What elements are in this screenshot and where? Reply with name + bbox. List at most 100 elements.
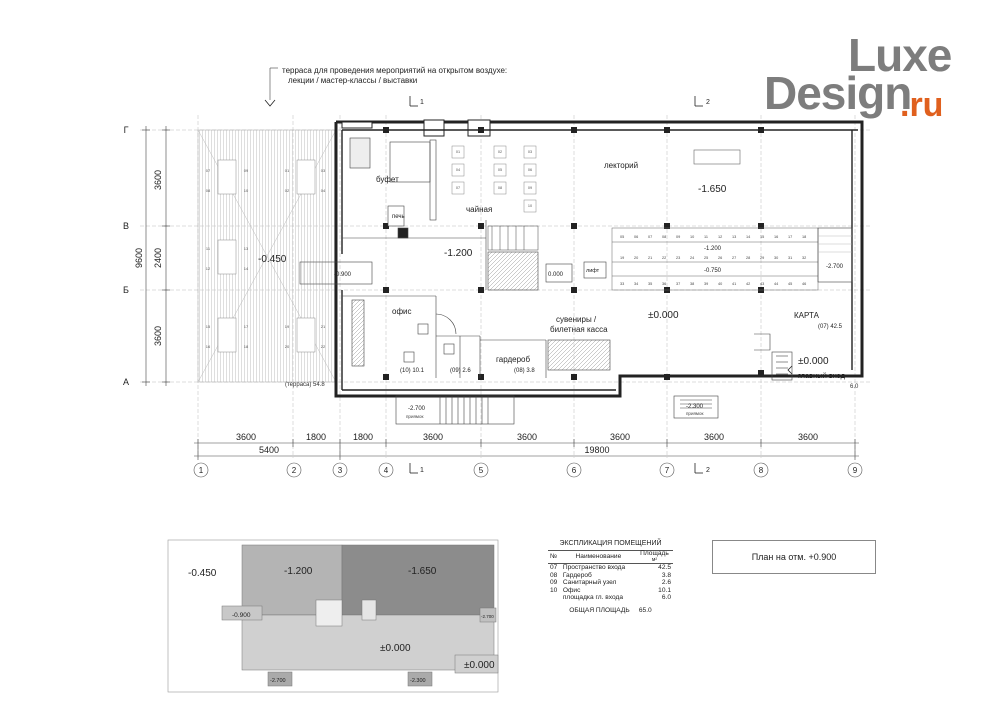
svg-text:18: 18 [802,235,806,239]
logo: Luxe Design .ru [760,28,970,124]
svg-text:31: 31 [788,256,792,260]
svg-text:39: 39 [704,282,708,286]
svg-text:19: 19 [285,324,290,329]
svg-text:14: 14 [244,266,249,271]
expl-head-num: № [548,550,561,564]
bottom-dims: 3600 1800 1800 3600 3600 3600 3600 3600 … [236,432,818,455]
chaynaya-tables [451,145,537,213]
terrace-tables [217,159,316,353]
svg-text:04: 04 [456,168,460,172]
room-bufet: буфет [376,175,399,184]
room-garderob: гардероб [496,355,530,364]
svg-text:08: 08 [206,188,211,193]
mini-level-terrace: -0.450 [188,568,217,579]
level-seating-top: -1.200 [704,246,722,252]
level-stair-right: -2.700 [826,264,844,270]
svg-text:05: 05 [620,235,624,239]
svg-text:7: 7 [665,466,670,475]
label-entr-area: 6.0 [850,384,859,390]
svg-text:1: 1 [199,466,204,475]
svg-text:06: 06 [528,168,532,172]
svg-text:03: 03 [321,168,326,173]
room-karta: КАРТА [794,311,820,320]
room-lift: лифт [586,268,600,274]
svg-text:28: 28 [746,256,750,260]
svg-text:17: 17 [244,324,249,329]
svg-text:02: 02 [498,150,502,154]
label-primok-left: приямок [406,414,423,419]
svg-text:38: 38 [690,282,694,286]
svg-text:19800: 19800 [584,445,609,455]
svg-text:12: 12 [206,266,211,271]
svg-text:13: 13 [732,235,736,239]
svg-text:04: 04 [321,188,326,193]
label-main-entrance: главный вход [798,371,846,380]
svg-text:В: В [123,221,129,231]
svg-text:46: 46 [802,282,806,286]
svg-text:15: 15 [206,324,211,329]
svg-text:29: 29 [760,256,764,260]
building-walls [334,120,864,398]
logo-line3: .ru [900,86,944,124]
svg-text:18: 18 [244,344,249,349]
svg-text:07: 07 [456,186,460,190]
mini-level-bufet: -1.200 [284,566,313,577]
svg-text:12: 12 [718,235,722,239]
svg-text:42: 42 [746,282,750,286]
svg-text:22: 22 [321,344,326,349]
svg-text:1800: 1800 [306,432,326,442]
mini-level-pit-right: -2.300 [410,678,426,684]
header-note-line2: лекции / мастер-классы / выставки [288,76,417,85]
svg-text:20: 20 [634,256,638,260]
svg-text:09: 09 [676,235,680,239]
mini-level-main: ±0.000 [380,643,411,654]
label-terrace-area: (терраса) 54.8 [285,382,325,388]
svg-text:36: 36 [662,282,666,286]
mini-level-pit-left: -2.700 [270,678,286,684]
svg-text:16: 16 [774,235,778,239]
svg-text:5: 5 [479,466,484,475]
svg-text:9: 9 [853,466,858,475]
room-07: (07) 42.5 [818,324,843,330]
svg-text:3: 3 [338,466,343,475]
svg-text:05: 05 [498,168,502,172]
svg-text:07: 07 [206,168,211,173]
svg-text:3600: 3600 [517,432,537,442]
svg-text:08: 08 [662,235,666,239]
svg-text:35: 35 [648,282,652,286]
svg-text:02: 02 [285,188,290,193]
svg-text:5400: 5400 [259,445,279,455]
svg-text:32: 32 [802,256,806,260]
svg-text:3600: 3600 [610,432,630,442]
svg-text:3600: 3600 [704,432,724,442]
svg-text:1800: 1800 [353,432,373,442]
svg-text:37: 37 [676,282,680,286]
svg-text:10: 10 [244,188,249,193]
section-mark-1-top: 1 [420,99,424,106]
mini-level-entrance: ±0.000 [464,660,495,671]
mini-level-ramp: -0.900 [232,612,251,619]
chaynaya-table-numbers: 01 02 03 04 05 06 07 08 09 10 [456,150,532,208]
svg-text:22: 22 [662,256,666,260]
svg-text:24: 24 [690,256,694,260]
level-pit-left: -2.700 [408,406,426,412]
room-09: (09) 2.6 [450,368,471,374]
section-mark-2-top: 2 [706,99,710,106]
svg-text:45: 45 [788,282,792,286]
svg-text:44: 44 [774,282,778,286]
level-pit-right: -2.300 [686,404,704,410]
svg-text:10: 10 [690,235,694,239]
level-terrace: -0.450 [258,254,287,265]
room-biletnaya: билетная касса [550,325,608,334]
svg-text:16: 16 [206,344,211,349]
mini-level-stair: -2.700 [481,614,494,619]
svg-text:25: 25 [704,256,708,260]
